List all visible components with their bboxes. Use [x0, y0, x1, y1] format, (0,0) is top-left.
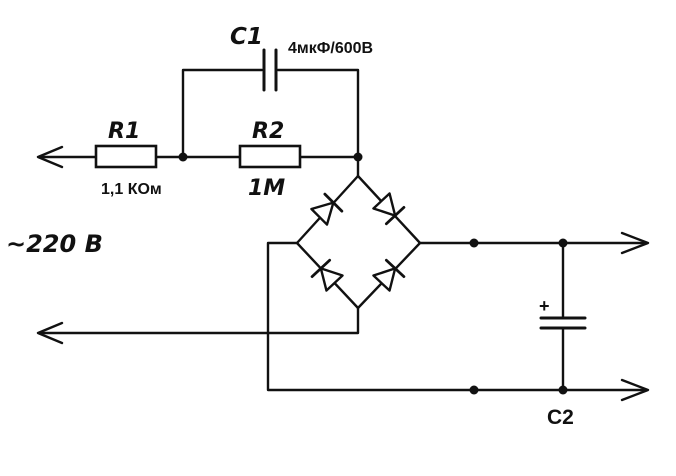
- junction-node: [178, 152, 188, 162]
- label-c1: C1: [230, 24, 263, 50]
- label-r2-value: 1M: [248, 176, 285, 201]
- diode-bridge: [295, 155, 422, 310]
- positive-rail: [418, 231, 650, 255]
- label-r1: R1: [108, 119, 140, 144]
- negative-rail: [266, 241, 650, 402]
- label-r1-value: 1,1 КОм: [101, 181, 162, 198]
- capacitor-c1-branch: [181, 68, 360, 159]
- label-c2: C2: [547, 406, 574, 429]
- junction-node: [469, 238, 479, 248]
- label-r2: R2: [252, 119, 284, 144]
- capacitor-c2: [539, 241, 587, 392]
- diode-d2: [372, 192, 406, 226]
- diode-d1: [310, 192, 344, 226]
- label-c2-polarity: +: [539, 296, 550, 316]
- input-wire-top: [36, 145, 360, 169]
- diode-d4: [372, 258, 406, 292]
- label-mains-voltage: ~220 В: [6, 230, 103, 258]
- resistor-r2: [238, 144, 302, 169]
- capacitor-c1: [262, 48, 278, 92]
- input-wire-bottom: [36, 306, 360, 345]
- junction-node: [469, 385, 479, 395]
- resistor-r1: [94, 144, 158, 169]
- label-c1-value: 4мкФ/600В: [288, 40, 373, 57]
- diode-d3: [310, 258, 344, 292]
